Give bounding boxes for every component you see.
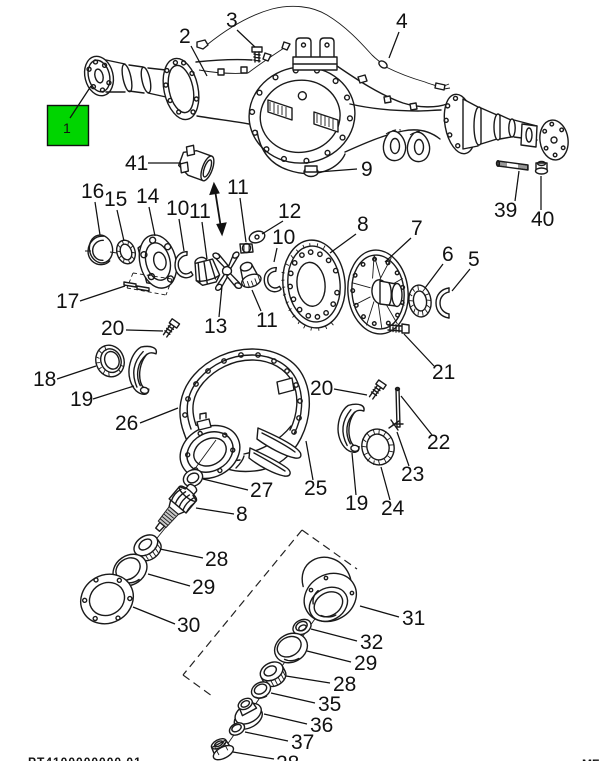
svg-text:31: 31 xyxy=(402,607,425,630)
svg-text:20: 20 xyxy=(310,377,333,400)
svg-text:29: 29 xyxy=(192,576,215,599)
svg-text:30: 30 xyxy=(177,614,200,637)
svg-text:10: 10 xyxy=(166,197,189,220)
svg-text:28: 28 xyxy=(276,752,299,761)
svg-text:26: 26 xyxy=(115,412,138,435)
svg-text:25: 25 xyxy=(304,477,327,500)
svg-text:15: 15 xyxy=(104,188,127,211)
svg-text:23: 23 xyxy=(401,463,424,486)
svg-text:20: 20 xyxy=(101,317,124,340)
svg-text:2: 2 xyxy=(179,25,191,48)
svg-text:5: 5 xyxy=(468,248,480,271)
svg-text:39: 39 xyxy=(494,199,517,222)
svg-text:37: 37 xyxy=(291,731,314,754)
svg-text:32: 32 xyxy=(360,631,383,654)
svg-text:14: 14 xyxy=(136,185,160,208)
svg-text:MF: MF xyxy=(582,757,599,761)
svg-text:3: 3 xyxy=(226,9,238,32)
svg-text:9: 9 xyxy=(361,158,373,181)
svg-text:1: 1 xyxy=(63,120,71,136)
svg-text:6: 6 xyxy=(442,243,454,266)
svg-text:40: 40 xyxy=(531,208,554,231)
svg-text:27: 27 xyxy=(250,479,273,502)
svg-text:19: 19 xyxy=(345,492,368,515)
svg-text:29: 29 xyxy=(354,652,377,675)
svg-text:28: 28 xyxy=(205,548,228,571)
svg-text:4: 4 xyxy=(396,10,408,33)
svg-text:41: 41 xyxy=(125,152,148,175)
svg-text:35: 35 xyxy=(318,693,341,716)
svg-text:36: 36 xyxy=(310,714,333,737)
svg-text:8: 8 xyxy=(357,213,369,236)
svg-text:11: 11 xyxy=(189,200,211,223)
svg-text:21: 21 xyxy=(432,361,455,384)
svg-text:28: 28 xyxy=(333,673,356,696)
svg-text:PT4100000000 01: PT4100000000 01 xyxy=(28,755,142,761)
svg-text:13: 13 xyxy=(204,315,227,338)
svg-text:11: 11 xyxy=(256,309,278,332)
svg-text:17: 17 xyxy=(56,290,79,313)
svg-text:7: 7 xyxy=(411,217,423,240)
svg-text:12: 12 xyxy=(278,200,301,223)
svg-text:22: 22 xyxy=(427,431,450,454)
svg-text:10: 10 xyxy=(272,226,295,249)
svg-text:18: 18 xyxy=(33,368,56,391)
svg-text:24: 24 xyxy=(381,497,405,520)
svg-text:19: 19 xyxy=(70,388,93,411)
svg-text:8: 8 xyxy=(236,503,248,526)
svg-text:11: 11 xyxy=(227,176,249,199)
svg-text:16: 16 xyxy=(81,180,104,203)
